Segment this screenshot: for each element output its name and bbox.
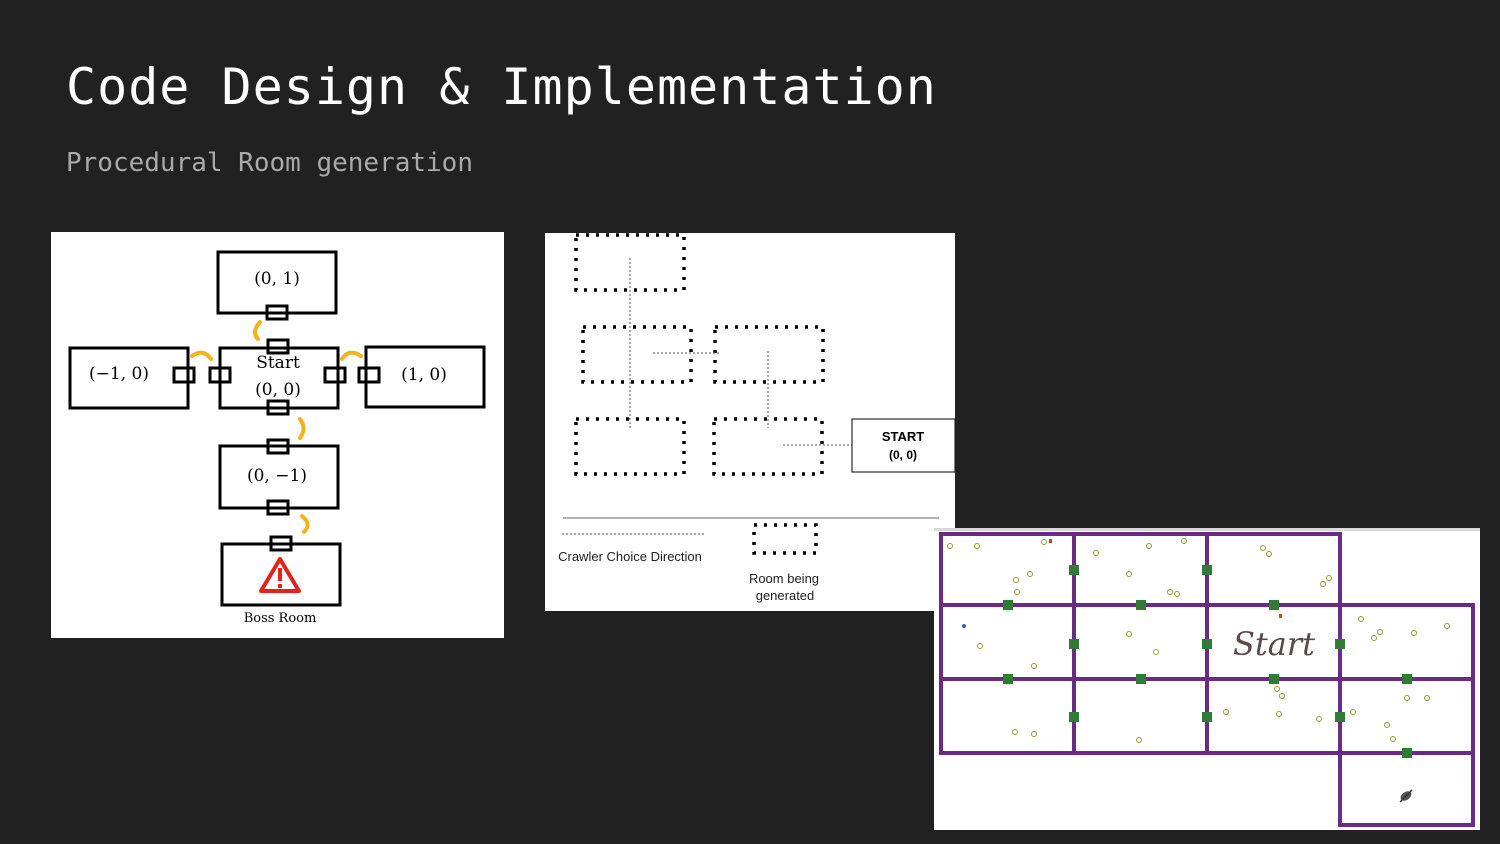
room-start [218,346,340,410]
player-marker [962,539,1282,628]
start-box-label: START [882,429,924,444]
map-door [1003,600,1013,610]
map-room [1072,603,1209,681]
legend-dotted-room [752,523,818,555]
game-map-screenshot: Start [934,528,1480,830]
connector-arc [253,320,262,341]
room-boss [220,542,342,607]
slide-title: Code Design & Implementation [66,58,937,116]
map-door [1269,674,1279,684]
connector-arc [190,350,213,361]
door [265,304,289,321]
door [266,438,290,455]
start-coords-label: (0, 0) [255,380,301,400]
map-room [939,532,1076,607]
room-left [68,346,190,410]
map-room [939,677,1076,755]
map-door [1202,639,1212,649]
door [269,535,293,552]
map-door [1402,748,1412,758]
door [172,366,196,384]
map-door [1003,674,1013,684]
legend-crawler-label: Crawler Choice Direction [558,549,702,564]
room-bottom [218,444,340,510]
map-door [1069,712,1079,722]
map-door [1069,639,1079,649]
start-label: Start [256,353,300,373]
room-top [216,250,338,315]
crawler-diagram: START (0, 0) Crawler Choice Direction Ro… [545,233,955,611]
enemy-sprites [947,538,1450,743]
map-room [939,603,1076,681]
map-door [1269,600,1279,610]
map-room [1338,677,1475,755]
map-room [1072,532,1209,607]
map-door [1202,565,1212,575]
start-box-coords: (0, 0) [889,448,917,462]
door [266,499,290,516]
slide-subtitle: Procedural Room generation [66,148,473,178]
room-graph-diagram: (0, 1) (−1, 0) Start (0, 0) (1, 0) (0, −… [51,232,504,638]
boss-sprite-icon [1399,789,1413,803]
map-door [1335,712,1345,722]
map-door [1136,600,1146,610]
connector-arc [298,417,306,440]
warning-icon [259,557,301,593]
dotted-room [713,325,825,384]
map-room-boss [1338,751,1475,827]
map-door [1202,712,1212,722]
map-door [1069,565,1079,575]
door [323,366,347,384]
map-room [1205,677,1342,755]
map-room [1205,532,1342,607]
left-room-label: (−1, 0) [89,364,149,384]
map-door [1136,674,1146,684]
door [357,366,381,384]
dotted-room [581,325,693,384]
door [266,399,290,416]
right-room-label: (1, 0) [401,365,447,385]
start-box [851,418,955,473]
room-right [364,345,486,409]
connector-arc [340,350,363,361]
top-room-label: (0, 1) [254,269,300,289]
map-door [1402,674,1412,684]
connector-arc [300,514,310,534]
map-room [1338,603,1475,681]
map-door [1335,639,1345,649]
bottom-room-label: (0, −1) [247,466,307,486]
door [208,366,232,384]
boss-room-label: Boss Room [244,611,317,626]
door [266,338,290,355]
legend-room-label-1: Room being [749,571,819,586]
map-start-label: Start [1233,625,1315,663]
legend-room-label-2: generated [756,588,815,603]
